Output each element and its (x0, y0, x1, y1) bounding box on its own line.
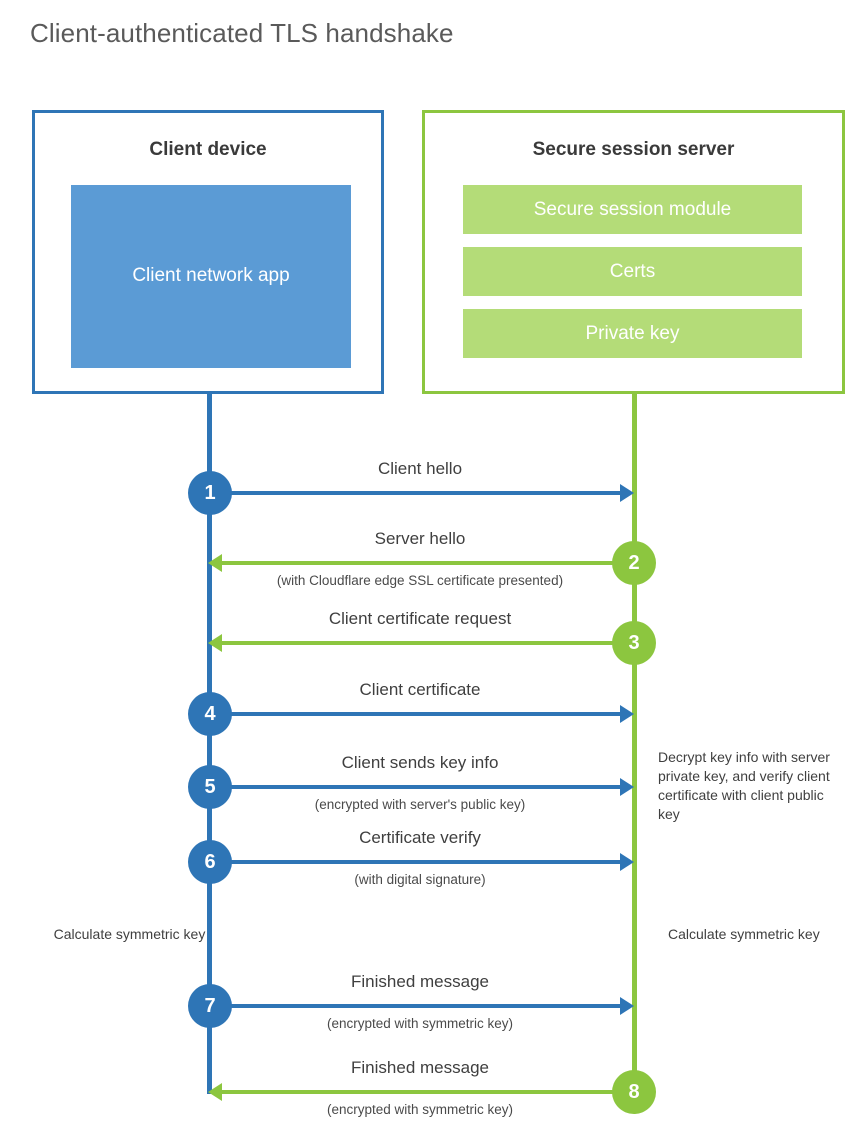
step-5-label: Client sends key info (341, 753, 499, 772)
server-component-private-key: Private key (463, 309, 802, 358)
step-1-label: Client hello (377, 459, 463, 478)
step-2-arrow-shaft (222, 561, 634, 565)
decrypt-key-info-note: Decrypt key info with server private key… (658, 749, 830, 822)
step-3-label: Client certificate request (328, 609, 512, 628)
step-2-sublabel: (with Cloudflare edge SSL certificate pr… (276, 573, 564, 588)
step-5-number-badge: 5 (188, 765, 232, 809)
step-7-arrow-head (620, 997, 634, 1015)
server-components-list: Secure session module Certs Private key (463, 185, 802, 371)
step-5-sublabel: (encrypted with server's public key) (314, 797, 526, 812)
client-lifeline (207, 391, 212, 1094)
secure-session-server-box: Secure session server Secure session mod… (422, 110, 845, 394)
step-8-arrow-head (208, 1083, 222, 1101)
step-4-arrow-shaft (210, 712, 622, 716)
step-8-arrow-shaft (222, 1090, 634, 1094)
step-7-arrow-shaft (210, 1004, 622, 1008)
server-calculate-symmetric-key-note: Calculate symmetric key (668, 926, 820, 942)
step-8-sublabel: (encrypted with symmetric key) (326, 1102, 514, 1117)
step-2-arrow-head (208, 554, 222, 572)
step-6-arrow-shaft (210, 860, 622, 864)
step-3-arrow-head (208, 634, 222, 652)
step-1-arrow-shaft (210, 491, 622, 495)
server-lifeline (632, 391, 637, 1093)
client-device-title: Client device (149, 139, 267, 160)
server-component-secure-session-module: Secure session module (463, 185, 802, 234)
step-7-label: Finished message (351, 972, 489, 991)
step-1-number-badge: 1 (188, 471, 232, 515)
step-7-number-badge: 7 (188, 984, 232, 1028)
step-4-label: Client certificate (359, 680, 481, 699)
server-component-certs: Certs (463, 247, 802, 296)
step-8-number-badge: 8 (612, 1070, 656, 1114)
step-7-sublabel: (encrypted with symmetric key) (326, 1016, 514, 1031)
step-6-number-badge: 6 (188, 840, 232, 884)
client-calculate-symmetric-key-note: Calculate symmetric key (53, 926, 206, 942)
step-3-number-badge: 3 (612, 621, 656, 665)
client-network-app-block: Client network app (71, 185, 351, 368)
secure-session-server-title: Secure session server (532, 139, 735, 160)
client-device-box: Client device Client network app (32, 110, 384, 394)
step-5-arrow-head (620, 778, 634, 796)
step-3-arrow-shaft (222, 641, 634, 645)
step-5-arrow-shaft (210, 785, 622, 789)
step-1-arrow-head (620, 484, 634, 502)
step-2-number-badge: 2 (612, 541, 656, 585)
step-8-label: Finished message (351, 1058, 489, 1077)
page-title: Client-authenticated TLS handshake (30, 18, 454, 48)
step-4-number-badge: 4 (188, 692, 232, 736)
step-6-label: Certificate verify (359, 828, 481, 847)
step-6-sublabel: (with digital signature) (354, 872, 486, 887)
step-2-label: Server hello (374, 529, 466, 548)
step-6-arrow-head (620, 853, 634, 871)
step-4-arrow-head (620, 705, 634, 723)
